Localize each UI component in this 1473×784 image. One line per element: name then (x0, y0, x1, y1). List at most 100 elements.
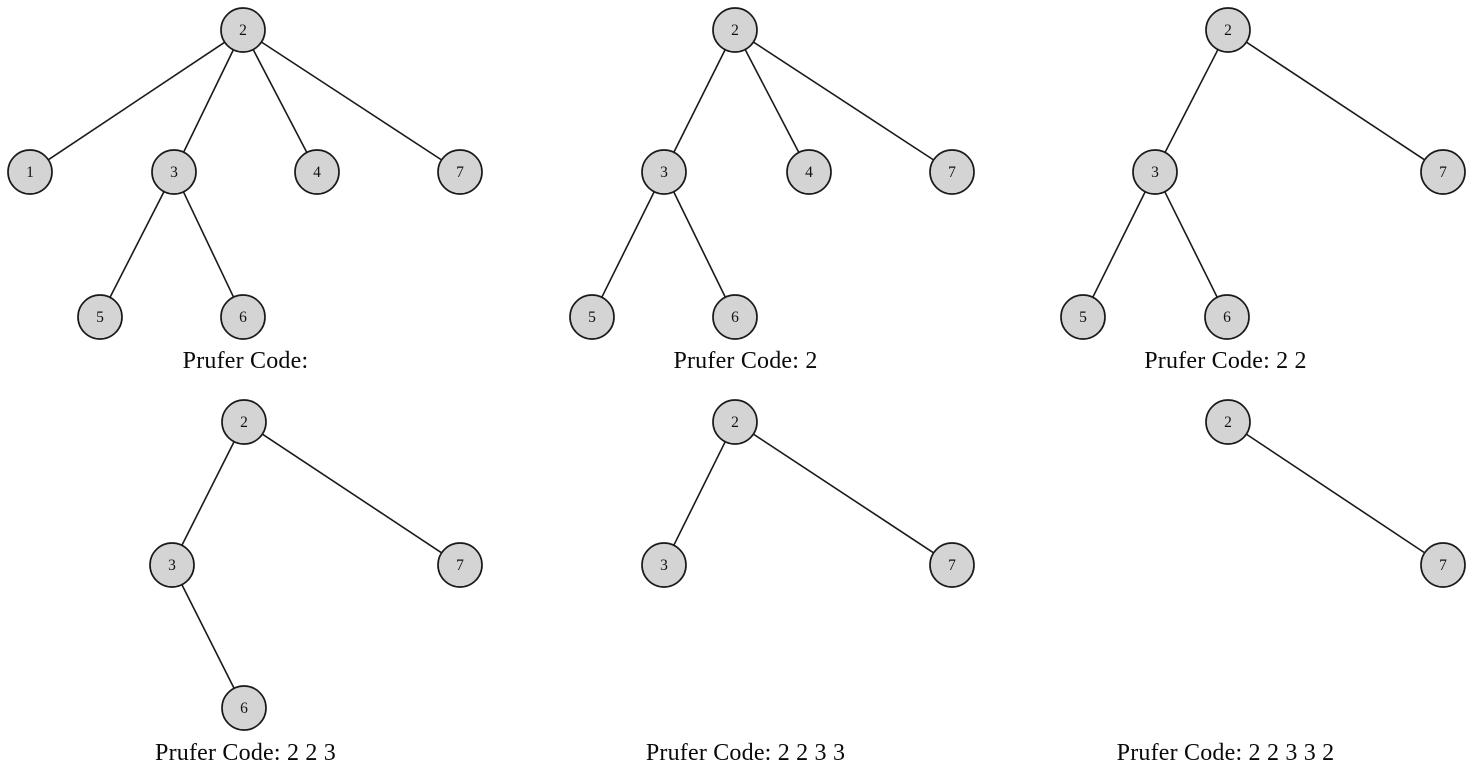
node-circle-7[interactable] (1420, 542, 1466, 588)
tree-graph-1: 2 1 3 4 7 5 6 (7, 7, 483, 340)
tree-node-3[interactable]: 3 (151, 149, 197, 195)
node-circle-5[interactable] (569, 294, 615, 340)
node-circle-6[interactable] (220, 294, 266, 340)
prufer-code-caption-2: Prufer Code: 2 (673, 348, 818, 374)
node-circle-2[interactable] (712, 399, 758, 445)
node-circle-2[interactable] (220, 7, 266, 53)
node-circle-7[interactable] (1420, 149, 1466, 195)
tree-node-2[interactable]: 2 (220, 7, 266, 53)
edge-group (46, 40, 444, 300)
tree-node-2[interactable]: 2 (1205, 399, 1251, 445)
node-group: 2 3 7 (641, 399, 975, 588)
prufer-code-caption-5: Prufer Code: 2 2 3 3 (645, 740, 846, 766)
node-circle-7[interactable] (437, 542, 483, 588)
edge-group (180, 432, 444, 691)
tree-edge-2-7 (259, 40, 444, 162)
node-circle-6[interactable] (221, 685, 267, 731)
tree-edge-2-7 (751, 40, 936, 162)
tree-edge-2-7 (751, 432, 936, 555)
node-circle-4[interactable] (294, 149, 340, 195)
tree-edge-2-3 (180, 439, 236, 548)
tree-edge-3-5 (600, 190, 656, 299)
node-circle-3[interactable] (151, 149, 197, 195)
tree-node-4[interactable]: 4 (786, 149, 832, 195)
tree-edge-3-6 (180, 582, 236, 691)
node-group: 2 3 7 5 6 (1060, 7, 1466, 340)
node-circle-2[interactable] (1205, 399, 1251, 445)
tree-node-2[interactable]: 2 (221, 399, 267, 445)
tree-node-2[interactable]: 2 (1205, 7, 1251, 53)
prufer-code-caption-6: Prufer Code: 2 2 3 3 2 (1116, 740, 1335, 766)
tree-edge-3-5 (108, 189, 166, 300)
tree-edge-2-7 (260, 432, 444, 555)
tree-node-7[interactable]: 7 (929, 542, 975, 588)
node-circle-3[interactable] (1132, 149, 1178, 195)
node-circle-2[interactable] (1205, 7, 1251, 53)
prufer-code-caption-3: Prufer Code: 2 2 (1144, 348, 1307, 374)
tree-edge-2-7 (1244, 40, 1427, 162)
node-circle-7[interactable] (437, 149, 483, 195)
tree-edge-2-3 (672, 47, 727, 155)
tree-node-3[interactable]: 3 (641, 149, 687, 195)
tree-node-2[interactable]: 2 (712, 399, 758, 445)
node-circle-5[interactable] (1060, 294, 1106, 340)
tree-node-4[interactable]: 4 (294, 149, 340, 195)
tree-node-5[interactable]: 5 (1060, 294, 1106, 340)
tree-node-3[interactable]: 3 (641, 542, 687, 588)
tree-node-7[interactable]: 7 (1420, 542, 1466, 588)
edge-group (1244, 432, 1427, 555)
node-circle-1[interactable] (7, 149, 53, 195)
node-circle-6[interactable] (1204, 294, 1250, 340)
tree-node-6[interactable]: 6 (220, 294, 266, 340)
tree-node-6[interactable]: 6 (712, 294, 758, 340)
tree-edge-2-3 (182, 48, 235, 154)
tree-edge-3-6 (1163, 190, 1219, 299)
tree-node-5[interactable]: 5 (569, 294, 615, 340)
tree-graph-5: 2 3 7 (641, 399, 975, 588)
tree-node-3[interactable]: 3 (149, 542, 195, 588)
node-circle-3[interactable] (641, 542, 687, 588)
tree-edge-2-4 (743, 47, 801, 155)
node-circle-2[interactable] (221, 399, 267, 445)
node-circle-2[interactable] (712, 7, 758, 53)
node-circle-7[interactable] (929, 542, 975, 588)
tree-edge-2-4 (251, 47, 309, 155)
prufer-code-caption-1: Prufer Code: (182, 348, 309, 374)
tree-node-7[interactable]: 7 (929, 149, 975, 195)
tree-node-6[interactable]: 6 (1204, 294, 1250, 340)
tree-node-1[interactable]: 1 (7, 149, 53, 195)
edge-group (600, 40, 936, 299)
node-group: 2 3 7 6 (149, 399, 483, 731)
node-circle-5[interactable] (77, 294, 123, 340)
node-circle-6[interactable] (712, 294, 758, 340)
tree-edge-2-1 (46, 40, 227, 162)
node-circle-7[interactable] (929, 149, 975, 195)
tree-node-7[interactable]: 7 (1420, 149, 1466, 195)
tree-edge-2-3 (1163, 47, 1220, 155)
tree-node-5[interactable]: 5 (77, 294, 123, 340)
tree-node-7[interactable]: 7 (437, 149, 483, 195)
tree-graph-2: 2 3 4 7 5 6 (569, 7, 975, 340)
tree-node-2[interactable]: 2 (712, 7, 758, 53)
prufer-code-caption-4: Prufer Code: 2 2 3 (155, 740, 336, 766)
node-circle-3[interactable] (149, 542, 195, 588)
tree-node-7[interactable]: 7 (437, 542, 483, 588)
node-group: 2 3 4 7 5 6 (569, 7, 975, 340)
tree-node-3[interactable]: 3 (1132, 149, 1178, 195)
tree-graph-4: 2 3 7 6 (149, 399, 483, 731)
tree-edge-3-6 (672, 190, 727, 299)
tree-graph-6: 27 (1205, 399, 1466, 588)
node-circle-4[interactable] (786, 149, 832, 195)
tree-edge-3-5 (1091, 190, 1147, 299)
tree-edge-3-6 (182, 190, 235, 299)
tree-node-6[interactable]: 6 (221, 685, 267, 731)
node-circle-3[interactable] (641, 149, 687, 195)
edge-group (672, 432, 936, 555)
